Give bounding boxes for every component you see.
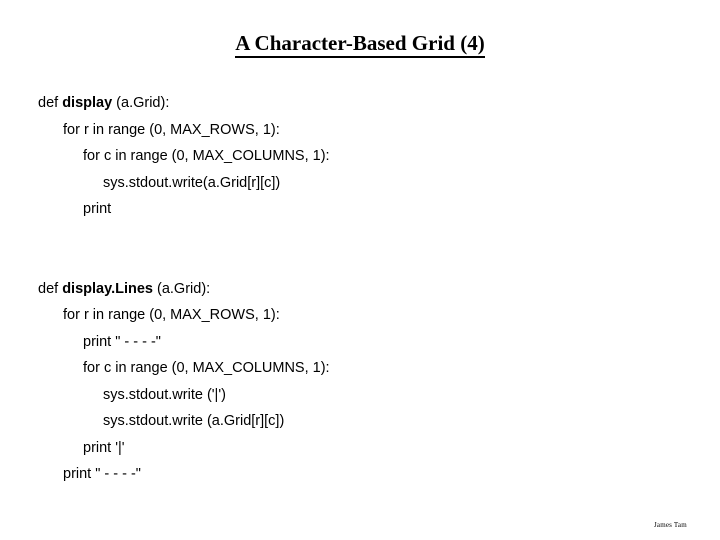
code-listing: def display (a.Grid): for r in range (0, … (38, 90, 678, 488)
code-text: (a.Grid): (152, 280, 211, 297)
footer-credit: James Tam (654, 521, 687, 529)
code-text: for r in range (0, MAX_ROWS, 1): (63, 121, 280, 138)
code-line: print (38, 196, 678, 223)
code-line: sys.stdout.write(a.Grid[r][c]) (38, 170, 678, 197)
code-line: sys.stdout.write ('|') (38, 382, 678, 409)
code-line: print '|' (38, 435, 678, 462)
code-line-blank (38, 223, 678, 250)
code-text: print " - - - -" (63, 466, 141, 482)
code-text: (a.Grid): (112, 95, 170, 111)
code-line: def display (a.Grid): (38, 90, 678, 117)
code-line: for c in range (0, MAX_COLUMNS, 1): (38, 143, 678, 170)
code-text: print (83, 201, 112, 217)
code-line: print " - - - -" (38, 329, 678, 356)
code-text: for c in range (0, MAX_COLUMNS, 1): (83, 148, 330, 164)
page-title: A Character-Based Grid (4) (0, 31, 720, 58)
code-keyword: def (38, 280, 63, 297)
code-function-name: display (62, 95, 113, 111)
code-line: print " - - - -" (38, 461, 678, 488)
code-keyword: def (38, 95, 63, 111)
code-line: for r in range (0, MAX_ROWS, 1): (38, 302, 678, 329)
code-text: print " - - - -" (83, 333, 161, 350)
code-line: sys.stdout.write (a.Grid[r][c]) (38, 408, 678, 435)
page-title-text: A Character-Based Grid (4) (235, 31, 485, 58)
code-line: for r in range (0, MAX_ROWS, 1): (38, 117, 678, 144)
code-text: sys.stdout.write ('|') (103, 386, 226, 403)
code-text: sys.stdout.write (a.Grid[r][c]) (103, 413, 285, 429)
code-text: print '|' (83, 439, 125, 456)
code-line: def display.Lines (a.Grid): (38, 276, 678, 303)
code-function-name: display.Lines (62, 280, 153, 297)
code-line: for c in range (0, MAX_COLUMNS, 1): (38, 355, 678, 382)
code-line-blank (38, 249, 678, 276)
code-text: sys.stdout.write(a.Grid[r][c]) (103, 174, 281, 191)
code-text: for c in range (0, MAX_COLUMNS, 1): (83, 360, 330, 376)
code-text: for r in range (0, MAX_ROWS, 1): (63, 307, 280, 323)
